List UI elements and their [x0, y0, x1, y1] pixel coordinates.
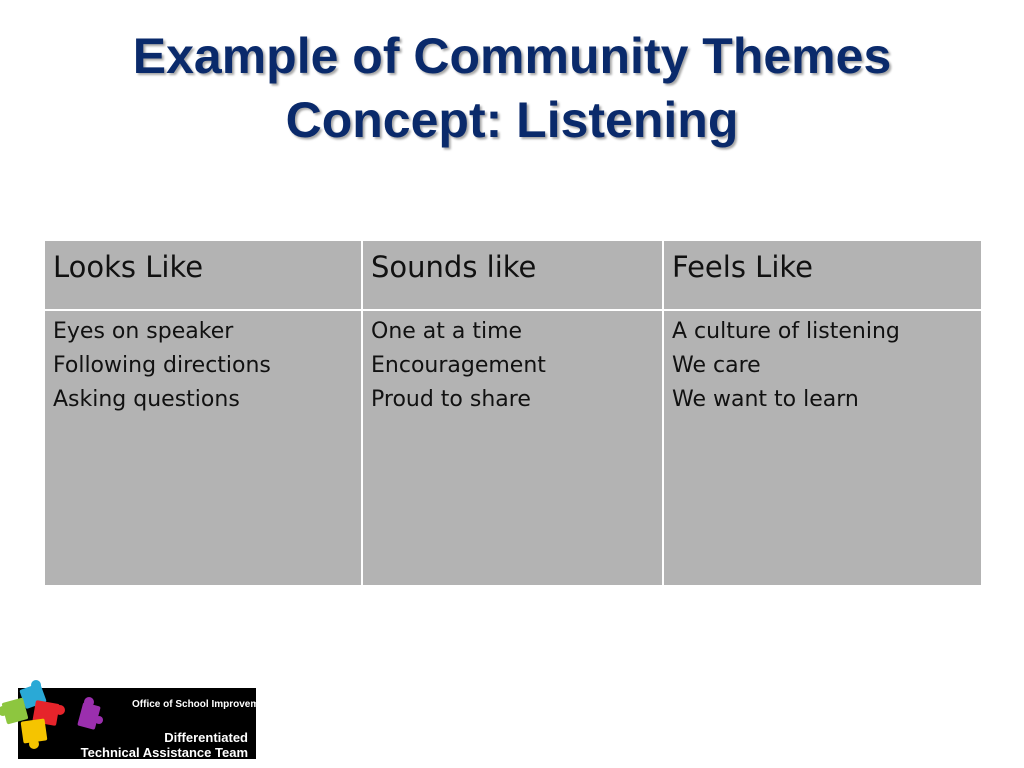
slide-title: Example of Community Themes Concept: Lis… [0, 24, 1024, 152]
logo-line-1: Differentiated [164, 730, 248, 745]
list-item: We want to learn [672, 387, 859, 412]
list-item: One at a time [371, 319, 523, 344]
cell-looks-like: Eyes on speaker Following directions Ask… [43, 309, 363, 587]
logo-line-2: Technical Assistance Team [80, 745, 248, 760]
cell-sounds-like: One at a time Encouragement Proud to sha… [361, 309, 664, 587]
themes-table-container: Looks Like Sounds like Feels Like Eyes o… [43, 239, 983, 587]
title-line-1: Example of Community Themes [132, 28, 892, 84]
logo-office-text: Office of School Improvement [132, 699, 275, 710]
header-sounds-like: Sounds like [361, 239, 664, 311]
themes-table: Looks Like Sounds like Feels Like Eyes o… [43, 239, 983, 587]
list-item: A culture of listening [672, 319, 900, 344]
logo-background: Office of School Improvement Differentia… [18, 688, 274, 760]
title-line-2: Concept: Listening [285, 92, 739, 148]
list-item: Eyes on speaker [53, 319, 234, 344]
puzzle-piece-purple [77, 697, 103, 730]
list-item: Following directions [53, 353, 271, 378]
list-item: Encouragement [371, 353, 546, 378]
table-row: Eyes on speaker Following directions Ask… [43, 309, 983, 587]
header-looks-like: Looks Like [43, 239, 363, 311]
dtat-logo: Office of School Improvement Differentia… [0, 680, 274, 762]
list-item: Proud to share [371, 387, 531, 412]
puzzle-piece-green [0, 697, 29, 725]
list-item: We care [672, 353, 761, 378]
list-item: Asking questions [53, 387, 240, 412]
table-header-row: Looks Like Sounds like Feels Like [43, 239, 983, 311]
puzzle-piece-yellow [20, 718, 48, 749]
header-feels-like: Feels Like [662, 239, 983, 311]
cell-feels-like: A culture of listening We care We want t… [662, 309, 983, 587]
puzzle-pieces-icon [0, 680, 103, 749]
